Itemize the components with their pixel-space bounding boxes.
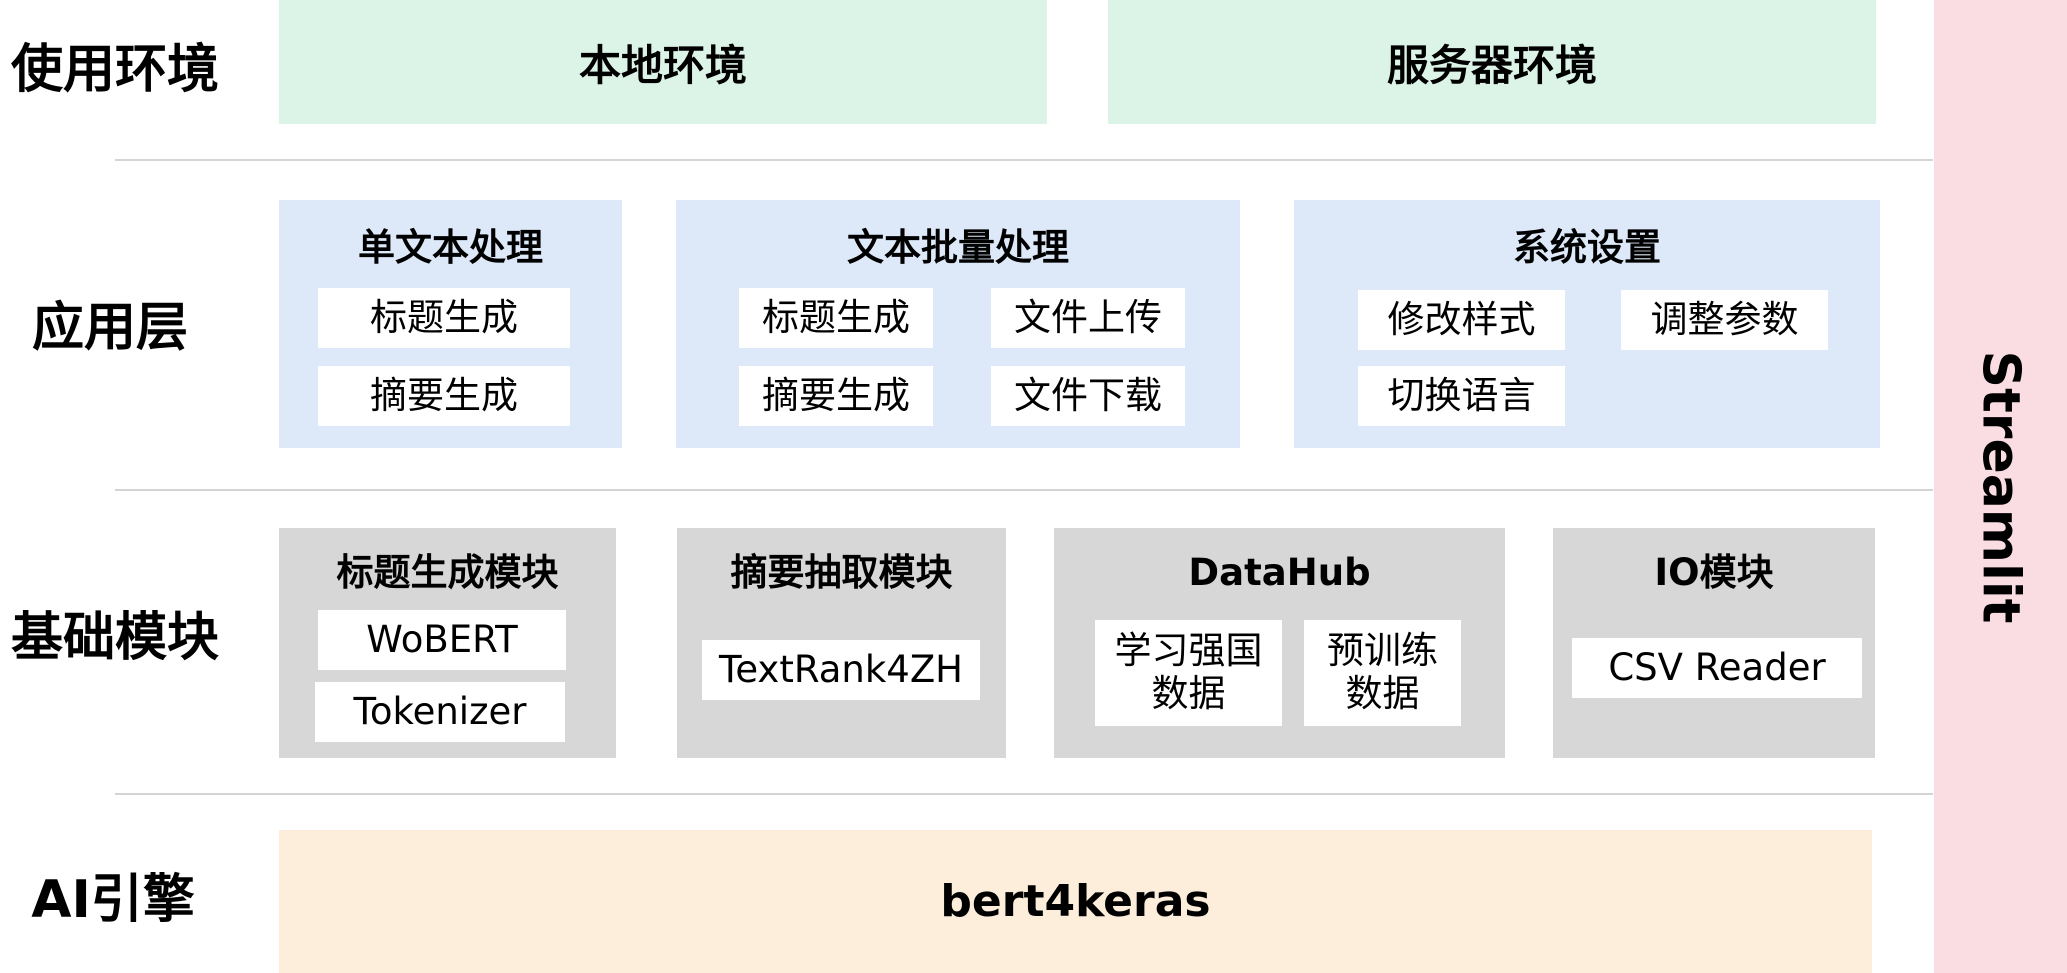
panel-title-module: 标题生成模块 WoBERT Tokenizer [279,528,616,758]
item-csv-reader: CSV Reader [1572,638,1862,698]
item-file-download: 文件下载 [991,366,1185,426]
item-tokenizer: Tokenizer [315,682,565,742]
layer-divider [115,489,1933,491]
streamlit-label: Streamlit [1970,350,2031,623]
panel-title: 系统设置 [1513,226,1661,269]
streamlit-bar: Streamlit [1934,0,2067,973]
panel-batch-text: 文本批量处理 标题生成 文件上传 摘要生成 文件下载 [676,200,1240,448]
layer-label-env: 使用环境 [10,40,219,100]
panel-system-settings: 系统设置 修改样式 调整参数 切换语言 [1294,200,1880,448]
layer-divider [115,793,1933,795]
item-summary-gen: 摘要生成 [318,366,570,426]
layer-label-app: 应用层 [31,298,188,358]
panel-datahub: DataHub 学习强国 数据 预训练 数据 [1054,528,1505,758]
item-title-gen: 标题生成 [739,288,933,348]
item-title-gen: 标题生成 [318,288,570,348]
panel-title: 标题生成模块 [336,551,559,594]
item-summary-gen: 摘要生成 [739,366,933,426]
item-modify-style: 修改样式 [1358,290,1565,350]
item-textrank4zh: TextRank4ZH [702,640,980,700]
item-switch-language: 切换语言 [1358,366,1565,426]
item-adjust-params: 调整参数 [1621,290,1828,350]
panel-summary-module: 摘要抽取模块 TextRank4ZH [677,528,1006,758]
panel-io-module: IO模块 CSV Reader [1553,528,1875,758]
panel-title: 文本批量处理 [847,226,1069,269]
env-box-local: 本地环境 [279,0,1047,124]
panel-title: IO模块 [1654,551,1774,594]
panel-single-text: 单文本处理 标题生成 摘要生成 [279,200,622,448]
layer-divider [115,159,1933,161]
item-file-upload: 文件上传 [991,288,1185,348]
layer-label-base: 基础模块 [10,608,219,668]
item-xuexi-data: 学习强国 数据 [1095,620,1282,726]
panel-title: DataHub [1188,551,1371,594]
env-box-server: 服务器环境 [1108,0,1876,124]
item-wobert: WoBERT [318,610,566,670]
item-pretrain-data: 预训练 数据 [1304,620,1461,726]
panel-title: 摘要抽取模块 [730,551,953,594]
layer-label-ai: AI引擎 [31,870,195,930]
ai-engine-box: bert4keras [279,830,1872,973]
panel-title: 单文本处理 [358,226,543,269]
